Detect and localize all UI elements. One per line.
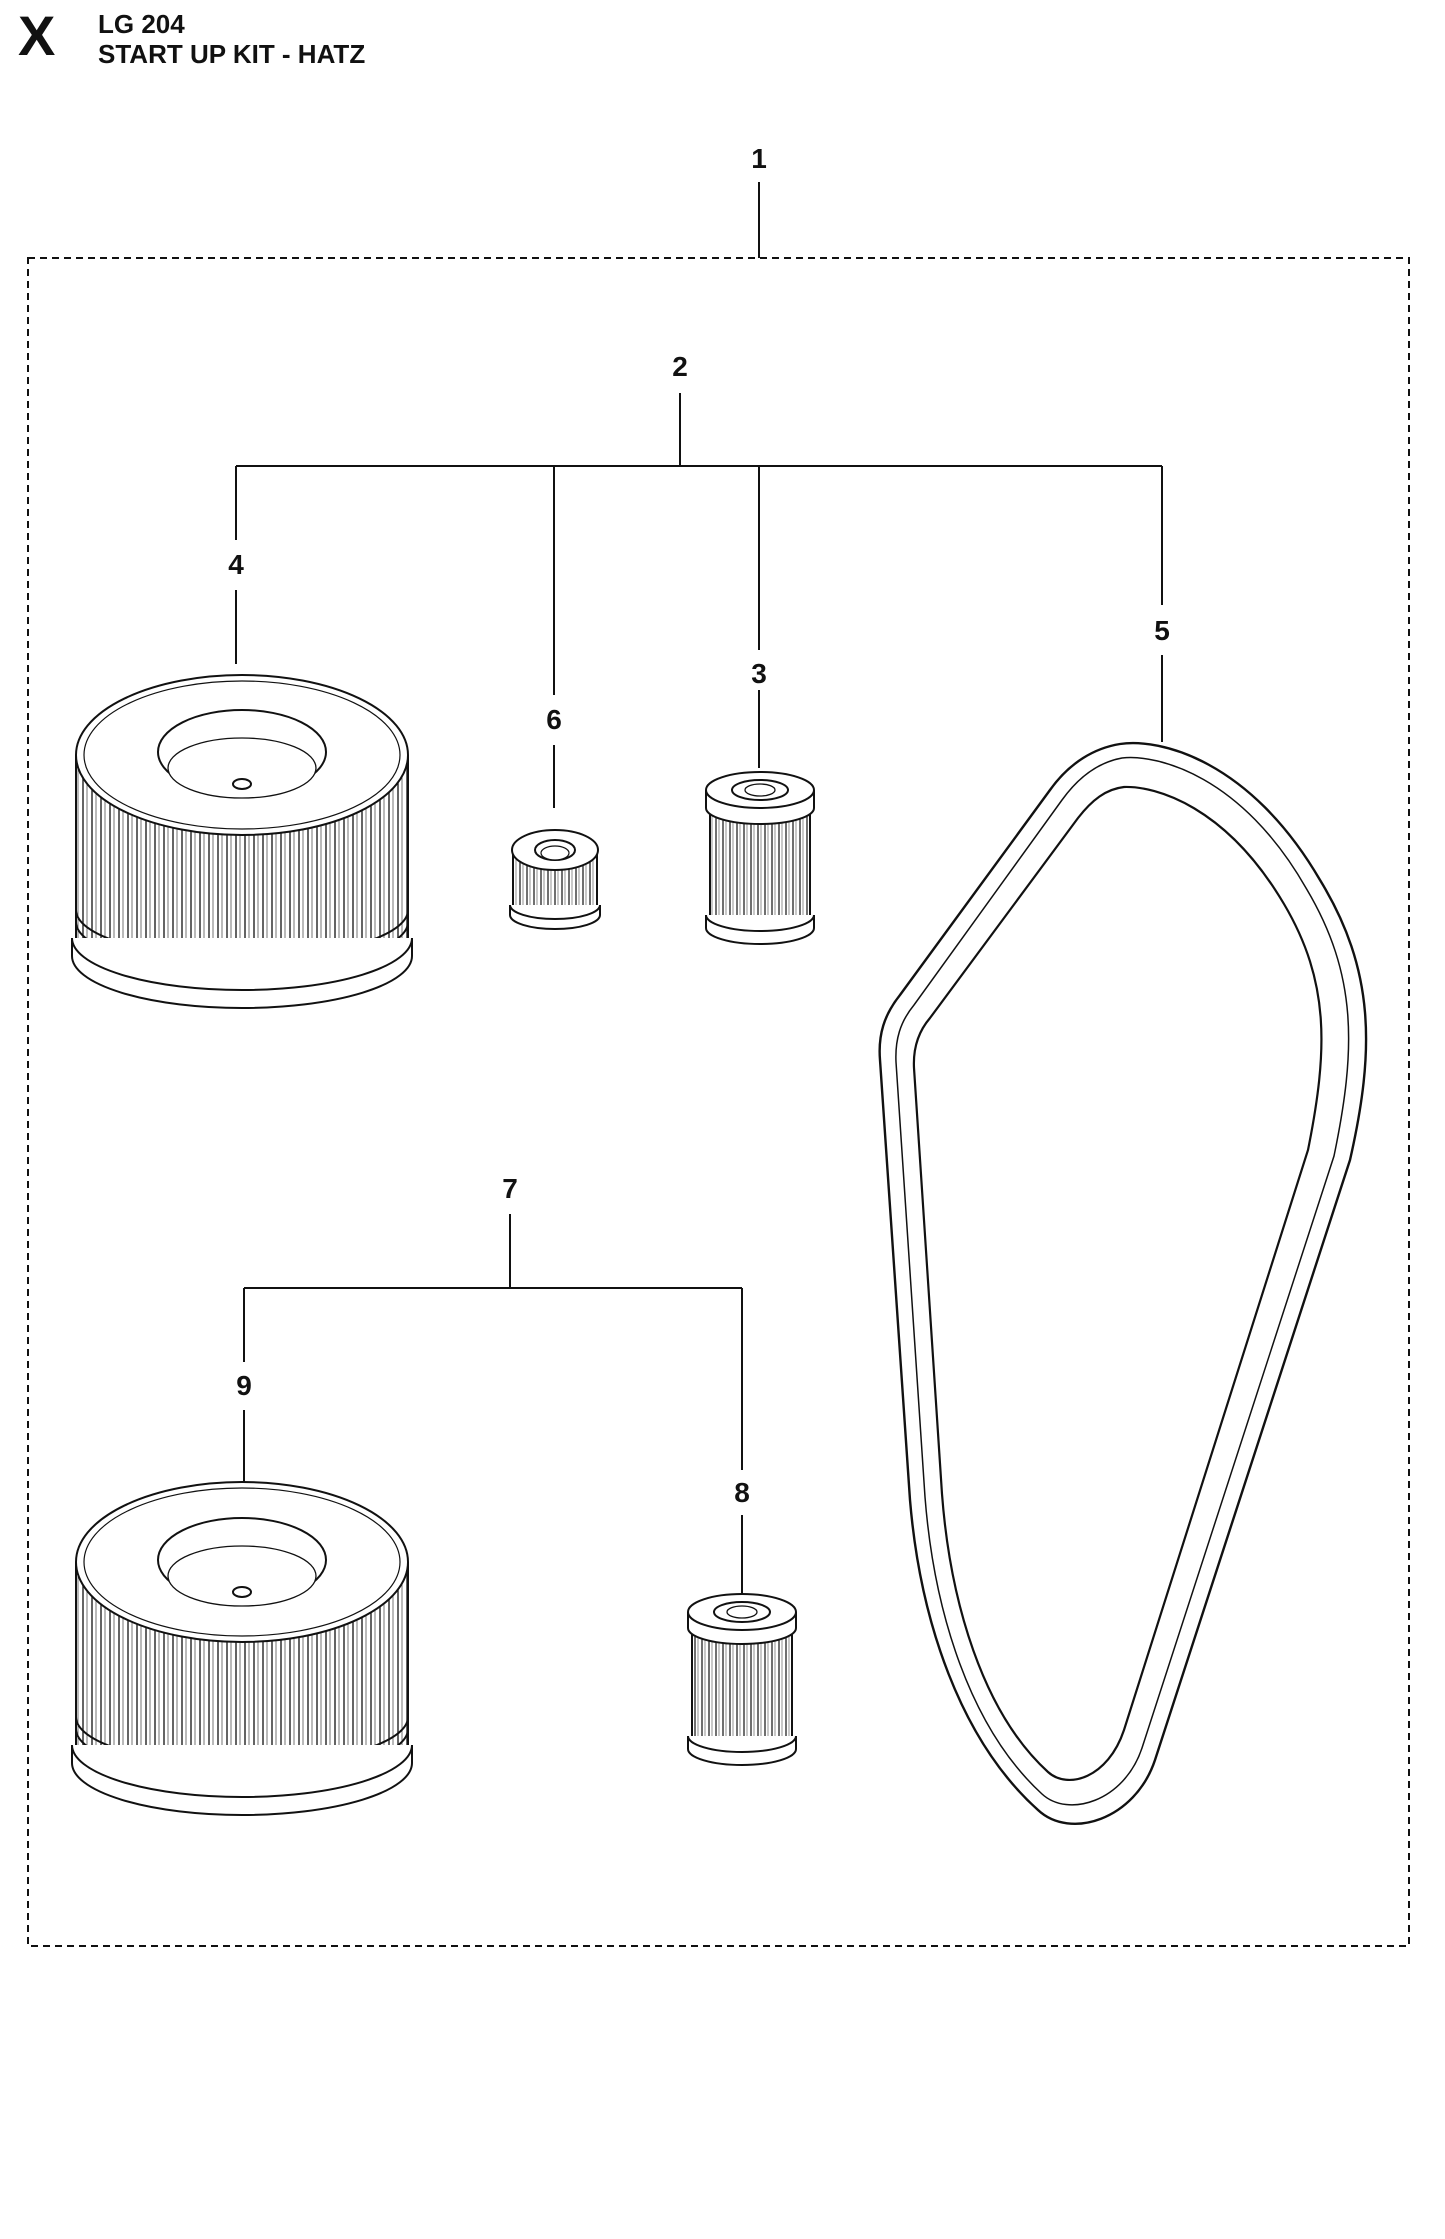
callout-6: 6: [546, 704, 562, 735]
callout-9: 9: [236, 1370, 252, 1401]
fuel-filter-3: [705, 771, 815, 945]
callout-5: 5: [1154, 615, 1170, 646]
filter-small-6: [509, 829, 601, 930]
callout-2: 2: [672, 351, 688, 382]
section-letter: X: [18, 4, 56, 67]
leader-tree-2: [235, 393, 1163, 808]
kit-boundary: [27, 257, 1410, 1947]
fuel-filter-8: [687, 1593, 797, 1766]
model-name: LG 204: [98, 9, 185, 39]
air-filter-large-top: [71, 674, 413, 1009]
v-belt-5: [878, 741, 1368, 1825]
page-title: START UP KIT - HATZ: [98, 39, 366, 69]
callout-3: 3: [751, 658, 767, 689]
callout-4: 4: [228, 549, 244, 580]
callout-1: 1: [751, 143, 767, 174]
leader-tree-7: [243, 1214, 743, 1594]
air-filter-large-bottom: [71, 1481, 413, 1816]
callout-8: 8: [734, 1477, 750, 1508]
callout-7: 7: [502, 1173, 518, 1204]
